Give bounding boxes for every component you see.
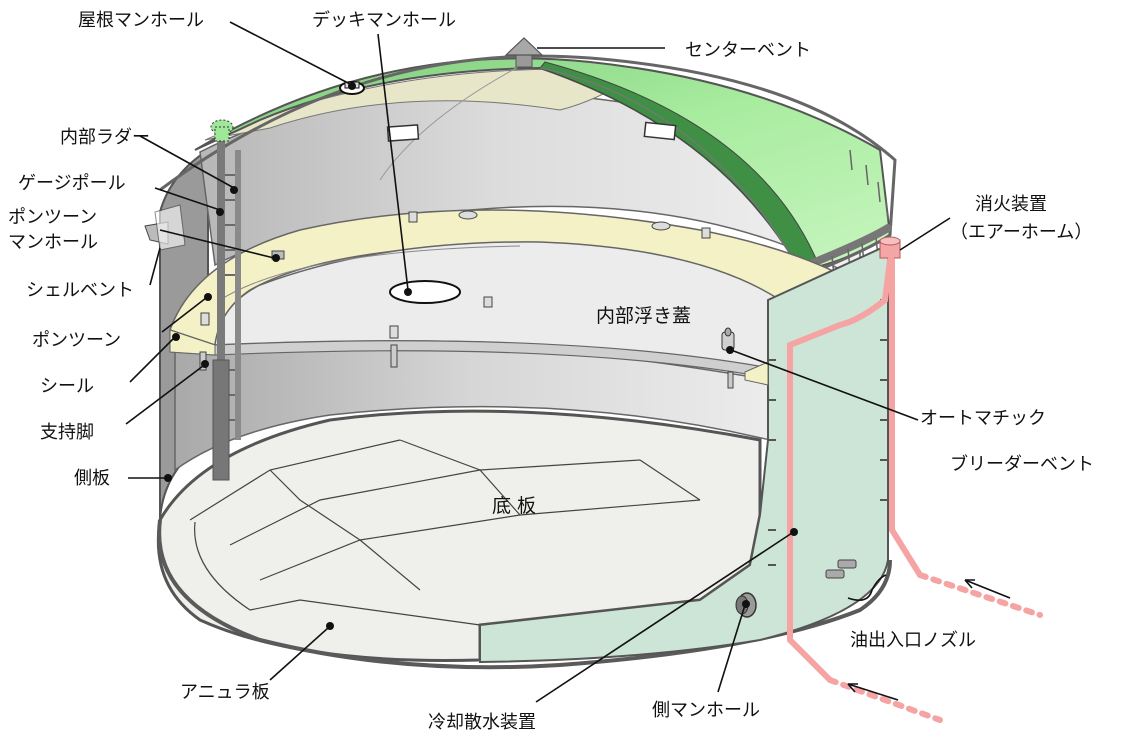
label-automatic: オートマチック <box>920 408 1046 429</box>
label-bottom-plate: 底 板 <box>492 495 536 517</box>
label-support-leg: 支持脚 <box>40 422 94 443</box>
tank-floor <box>156 409 762 662</box>
label-side-manhole: 側マンホール <box>652 700 760 721</box>
label-internal-floating-lid: 内部浮き蓋 <box>596 305 691 327</box>
fire-extinguisher-device <box>879 236 901 259</box>
oil-nozzles <box>825 559 857 579</box>
floor-plate-seams <box>189 439 701 626</box>
label-gauge-pole: ゲージポール <box>18 173 126 194</box>
label-center-vent: センターベント <box>685 40 811 61</box>
roof-handrail <box>159 54 897 292</box>
label-pontoon-manhole-line2: マンホール <box>8 232 98 253</box>
label-internal-ladder: 内部ラダー <box>60 127 150 148</box>
flow-arrows <box>847 579 1011 701</box>
label-pontoon: ポンツーン <box>32 330 121 351</box>
label-fire-extinguisher-line2: （エアーホーム） <box>950 222 1092 243</box>
label-side-plate: 側板 <box>74 468 110 489</box>
label-shell-vent: シェルベント <box>26 280 134 301</box>
wall-window <box>386 124 420 142</box>
oil-nozzle-brace <box>847 574 887 601</box>
labels: 屋根マンホール デッキマンホール センターベント 内部ラダー ゲージポール ポン… <box>8 10 1094 733</box>
label-pontoon-manhole-line1: ポンツーン <box>8 207 97 228</box>
label-annular-plate: アニュラ板 <box>180 682 270 703</box>
deck-manhole <box>389 280 461 304</box>
wall-window <box>643 121 677 141</box>
internal-ladder <box>212 140 241 481</box>
leader-lines <box>125 21 951 703</box>
label-oil-nozzle: 油出入口ノズル <box>850 630 976 651</box>
label-seal: シール <box>40 376 94 397</box>
label-deck-manhole: デッキマンホール <box>312 10 456 31</box>
left-pontoon-wedge <box>169 329 216 356</box>
label-fire-extinguisher-line1: 消火装置 <box>975 194 1047 215</box>
tank-body <box>156 54 897 670</box>
label-cooling-sprinkler: 冷却散水装置 <box>428 712 536 733</box>
label-roof-manhole: 屋根マンホール <box>78 10 204 31</box>
tank-bottom-rim <box>157 519 892 670</box>
gauge-pole-top <box>210 119 234 142</box>
center-vent <box>504 37 544 68</box>
label-breather-vent: ブリーダーベント <box>950 453 1094 475</box>
automatic-vent <box>721 327 735 351</box>
cooling-and-breather-pipes <box>787 257 1043 723</box>
